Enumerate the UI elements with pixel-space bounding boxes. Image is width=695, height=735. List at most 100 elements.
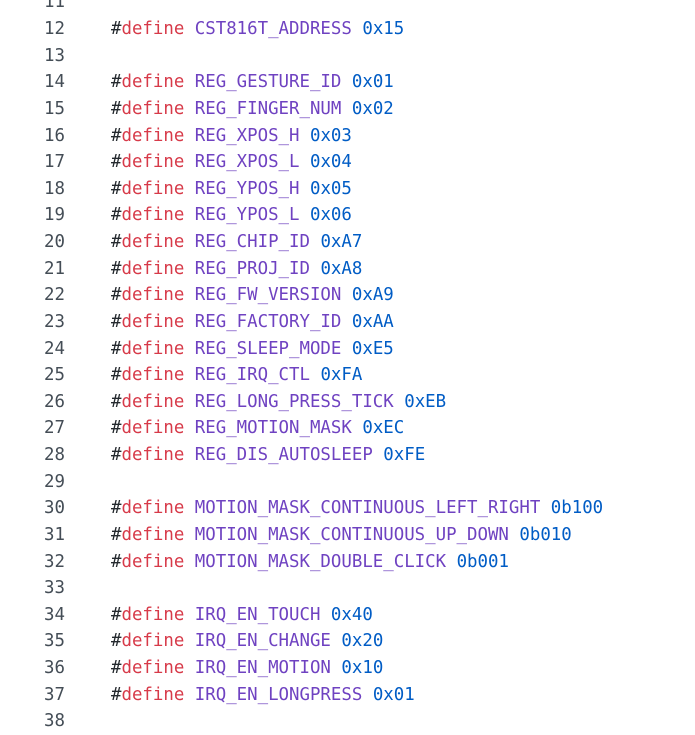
macro-value: 0xA9: [351, 285, 394, 306]
code-line: 28#define REG_DIS_AUTOSLEEP 0xFE: [0, 442, 695, 469]
code-text: #define IRQ_EN_CHANGE 0x20: [65, 628, 383, 655]
code-line: 14#define REG_GESTURE_ID 0x01: [0, 69, 695, 96]
line-number[interactable]: 35: [44, 631, 65, 652]
line-number[interactable]: 15: [44, 98, 65, 119]
hash-token: #: [111, 365, 122, 386]
macro-value: 0xFA: [320, 365, 363, 386]
code-text: #define REG_FINGER_NUM 0x02: [65, 96, 394, 123]
code-text: #define REG_XPOS_H 0x03: [65, 123, 352, 150]
line-number[interactable]: 26: [44, 391, 65, 412]
line-number[interactable]: 34: [44, 604, 65, 625]
define-keyword: define: [121, 178, 185, 199]
hash-token: #: [111, 338, 122, 359]
macro-name: REG_CHIP_ID: [194, 232, 310, 253]
macro-value: 0xFE: [383, 445, 426, 466]
code-line: 29: [0, 469, 695, 496]
code-text: #define REG_CHIP_ID 0xA7: [65, 229, 362, 256]
macro-name: REG_YPOS_L: [194, 205, 300, 226]
macro-name: REG_XPOS_H: [194, 125, 300, 146]
line-number[interactable]: 16: [44, 125, 65, 146]
define-keyword: define: [121, 232, 185, 253]
line-number[interactable]: 18: [44, 178, 65, 199]
macro-name: MOTION_MASK_CONTINUOUS_LEFT_RIGHT: [194, 498, 541, 519]
line-number[interactable]: 29: [44, 471, 65, 492]
line-number[interactable]: 30: [44, 498, 65, 519]
line-number[interactable]: 17: [44, 152, 65, 173]
line-number[interactable]: 32: [44, 551, 65, 572]
line-number[interactable]: 19: [44, 205, 65, 226]
macro-name: REG_MOTION_MASK: [194, 418, 352, 439]
macro-name: REG_XPOS_L: [194, 152, 300, 173]
define-keyword: define: [121, 498, 185, 519]
code-line: 11: [0, 0, 695, 16]
code-line: 17#define REG_XPOS_L 0x04: [0, 149, 695, 176]
macro-value: 0xEC: [362, 418, 405, 439]
line-number[interactable]: 20: [44, 232, 65, 253]
define-keyword: define: [121, 391, 185, 412]
hash-token: #: [111, 205, 122, 226]
code-text: #define REG_XPOS_L 0x04: [65, 149, 352, 176]
macro-value: 0x40: [330, 604, 373, 625]
line-number[interactable]: 22: [44, 285, 65, 306]
macro-value: 0xEB: [404, 391, 447, 412]
define-keyword: define: [121, 418, 185, 439]
hash-token: #: [111, 125, 122, 146]
define-keyword: define: [121, 19, 185, 40]
line-number[interactable]: 24: [44, 338, 65, 359]
macro-value: 0b010: [519, 524, 572, 545]
code-text: #define REG_MOTION_MASK 0xEC: [65, 415, 404, 442]
macro-value: 0x10: [341, 658, 384, 679]
code-line: 12 #define CST816T_ADDRESS 0x15: [0, 16, 695, 43]
macro-name: REG_PROJ_ID: [194, 258, 310, 279]
line-number[interactable]: 31: [44, 524, 65, 545]
line-number[interactable]: 27: [44, 418, 65, 439]
macro-value: 0x03: [309, 125, 352, 146]
define-keyword: define: [121, 604, 185, 625]
line-number[interactable]: 36: [44, 658, 65, 679]
code-line: 37#define IRQ_EN_LONGPRESS 0x01: [0, 682, 695, 709]
macro-name: CST816T_ADDRESS: [194, 19, 352, 40]
line-number[interactable]: 11: [44, 0, 65, 13]
hash-token: #: [111, 684, 122, 705]
line-number[interactable]: 28: [44, 445, 65, 466]
macro-value: 0xAA: [351, 311, 394, 332]
macro-name: REG_SLEEP_MODE: [194, 338, 342, 359]
hash-token: #: [111, 285, 122, 306]
code-line: 38: [0, 708, 695, 735]
line-number[interactable]: 14: [44, 72, 65, 93]
define-keyword: define: [121, 125, 185, 146]
code-line: 26#define REG_LONG_PRESS_TICK 0xEB: [0, 389, 695, 416]
code-text: #define REG_GESTURE_ID 0x01: [65, 69, 394, 96]
macro-value: 0xA8: [320, 258, 363, 279]
hash-token: #: [111, 178, 122, 199]
line-number[interactable]: 37: [44, 684, 65, 705]
line-number[interactable]: 38: [44, 711, 65, 732]
hash-token: #: [111, 19, 122, 40]
line-number[interactable]: 25: [44, 365, 65, 386]
code-text: [65, 708, 111, 735]
code-text: #define REG_YPOS_L 0x06: [65, 202, 352, 229]
code-text: #define REG_IRQ_CTL 0xFA: [65, 362, 362, 389]
line-number[interactable]: 12: [44, 19, 65, 40]
line-number[interactable]: 13: [44, 45, 65, 66]
code-text: #define REG_DIS_AUTOSLEEP 0xFE: [65, 442, 425, 469]
code-text: #define REG_FACTORY_ID 0xAA: [65, 309, 394, 336]
line-number[interactable]: 33: [44, 578, 65, 599]
hash-token: #: [111, 152, 122, 173]
macro-value: 0x15: [362, 19, 405, 40]
define-keyword: define: [121, 72, 185, 93]
line-number[interactable]: 21: [44, 258, 65, 279]
code-line: 25#define REG_IRQ_CTL 0xFA: [0, 362, 695, 389]
macro-name: IRQ_EN_MOTION: [194, 658, 331, 679]
code-line: 22#define REG_FW_VERSION 0xA9: [0, 282, 695, 309]
macro-name: REG_GESTURE_ID: [194, 72, 342, 93]
code-text: #define MOTION_MASK_CONTINUOUS_LEFT_RIGH…: [65, 495, 603, 522]
line-number[interactable]: 23: [44, 311, 65, 332]
macro-name: REG_FW_VERSION: [194, 285, 342, 306]
define-keyword: define: [121, 365, 185, 386]
macro-value: 0x05: [309, 178, 352, 199]
hash-token: #: [111, 72, 122, 93]
hash-token: #: [111, 98, 122, 119]
hash-token: #: [111, 498, 122, 519]
